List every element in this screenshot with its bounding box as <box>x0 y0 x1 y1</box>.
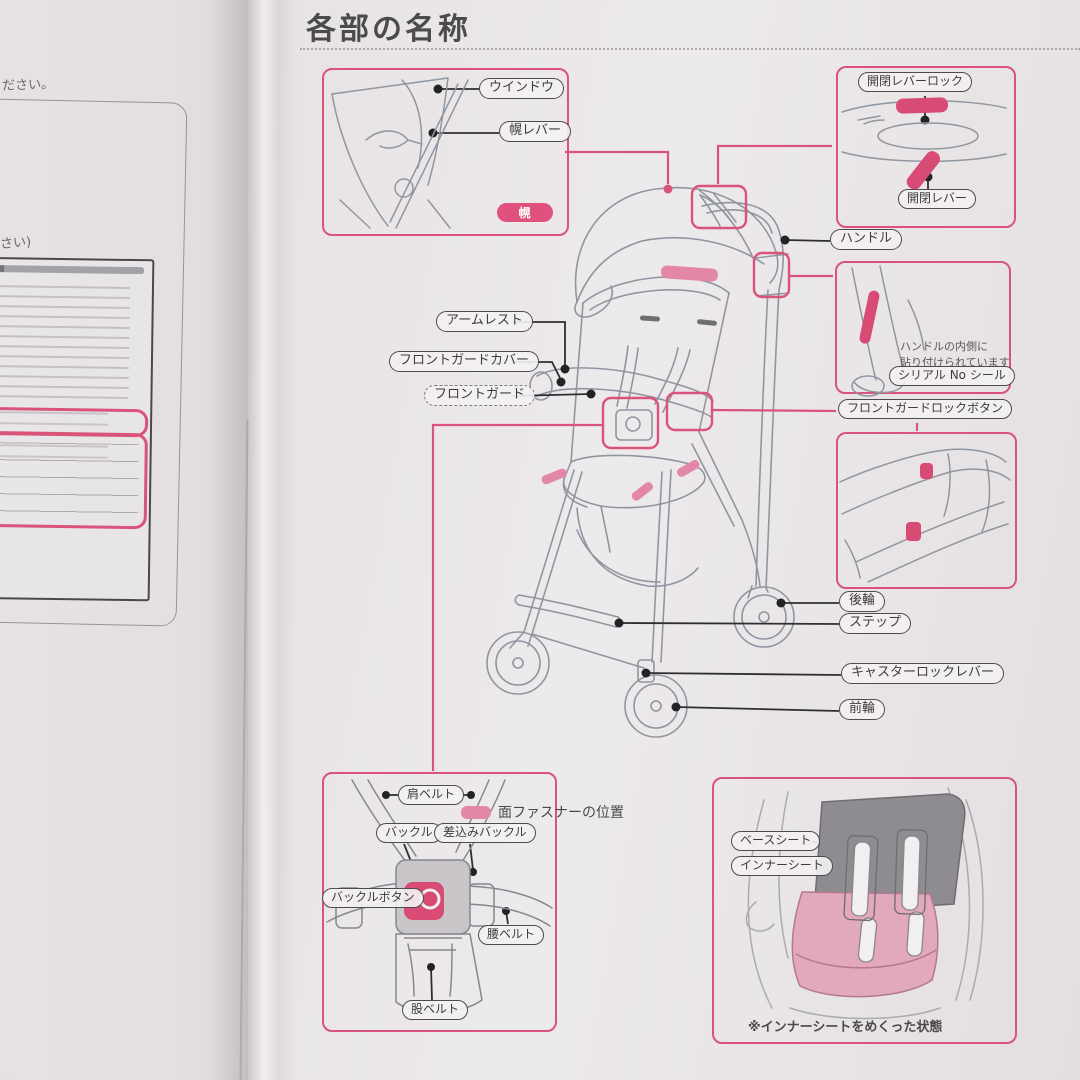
label-front-guard: フロントガード <box>424 385 536 406</box>
serial-note-line2: 貼り付けられています <box>900 356 1010 369</box>
inset-fold-lever-detail <box>836 66 1016 228</box>
label-hood-lever: 幌レバー <box>499 121 572 142</box>
serial-note-line1: ハンドルの内側に <box>900 340 988 353</box>
velcro-legend-swatch <box>461 806 491 819</box>
label-handle: ハンドル <box>830 229 903 250</box>
label-serial-seal: シリアル No シール <box>889 366 1015 386</box>
label-inner-seat: インナーシート <box>731 856 833 876</box>
label-armrest: アームレスト <box>436 311 533 332</box>
hood-badge: 幌 <box>497 203 553 222</box>
label-fold-lever: 開閉レバー <box>898 189 977 209</box>
label-caster-lock-lever: キャスターロックレバー <box>841 663 1005 684</box>
label-insert-buckle: 差込みバックル <box>434 823 536 843</box>
page-gutter-shadow <box>208 0 298 1080</box>
label-step: ステップ <box>839 613 912 634</box>
label-window: ウインドウ <box>479 78 565 99</box>
inset-guard-lock-detail <box>836 432 1017 589</box>
inner-seat-caption: ※インナーシートをめくった状態 <box>748 1020 943 1035</box>
label-rear-wheel: 後輪 <box>839 591 886 612</box>
label-fold-lever-lock: 開閉レバーロック <box>858 72 973 92</box>
label-shoulder-belt: 肩ベルト <box>398 785 465 805</box>
label-buckle: バックル <box>376 823 442 843</box>
label-buckle-button: バックルボタン <box>322 888 424 908</box>
velcro-legend-text: 面ファスナーの位置 <box>498 805 624 821</box>
label-waist-belt: 腰ベルト <box>478 925 545 945</box>
label-front-wheel: 前輪 <box>839 699 886 720</box>
label-front-guard-lock-button: フロントガードロックボタン <box>838 399 1013 419</box>
left-page: ださい。 さい) <box>0 0 248 1080</box>
inset-seat-detail <box>712 777 1017 1044</box>
inset-serial-seal-detail <box>835 261 1011 394</box>
page-title: 各部の名称 <box>306 12 471 47</box>
label-crotch-belt: 股ベルト <box>402 1000 469 1020</box>
label-front-guard-cover: フロントガードカバー <box>389 351 540 372</box>
label-base-seat: ベースシート <box>731 831 821 851</box>
title-dotted-rule <box>300 48 1080 50</box>
